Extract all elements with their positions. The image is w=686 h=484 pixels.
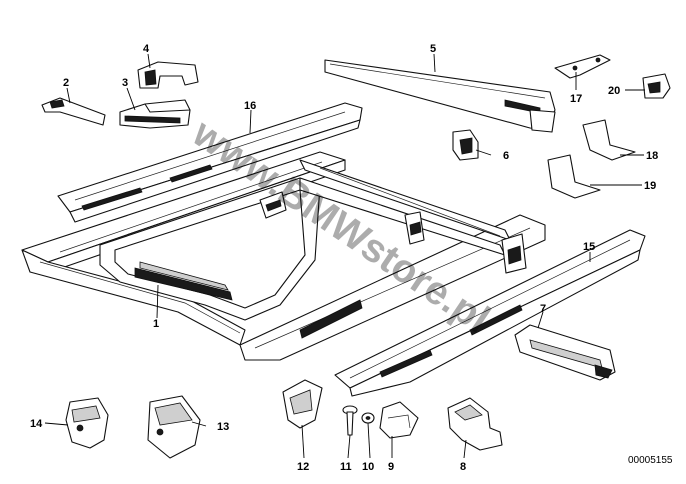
callout-20: 20 — [608, 85, 620, 97]
callout-17: 17 — [570, 93, 582, 105]
floor-bracket-part-7[interactable] — [514, 324, 616, 381]
washer-part-10[interactable] — [361, 412, 375, 424]
bracket-part-2[interactable] — [41, 97, 106, 126]
callout-4: 4 — [143, 43, 150, 55]
clip-part-9[interactable] — [379, 401, 419, 439]
bracket-part-17[interactable] — [554, 54, 611, 79]
callout-14: 14 — [30, 418, 43, 430]
drawing-code: 00005155 — [628, 455, 673, 466]
callout-18: 18 — [646, 150, 658, 162]
callout-6: 6 — [503, 150, 509, 162]
callout-11: 11 — [340, 461, 352, 473]
bracket-part-4[interactable] — [137, 61, 199, 89]
callout-9: 9 — [388, 461, 394, 473]
callout-7: 7 — [540, 303, 546, 315]
mount-part-14[interactable] — [65, 397, 109, 449]
bracket-part-12[interactable] — [282, 379, 323, 429]
callout-5: 5 — [430, 43, 436, 55]
bracket-part-6[interactable] — [452, 129, 479, 161]
bolt-part-11[interactable] — [342, 405, 358, 436]
callout-19: 19 — [644, 180, 656, 192]
mount-part-13[interactable] — [147, 395, 201, 459]
rear-rail-part[interactable] — [324, 59, 556, 133]
callout-16: 16 — [244, 100, 256, 112]
callout-15: 15 — [583, 241, 595, 253]
callout-1: 1 — [153, 318, 159, 330]
side-rail-right-part[interactable] — [334, 229, 646, 397]
bracket-part-3[interactable] — [119, 99, 191, 129]
leader-lines — [44, 53, 645, 459]
callout-8: 8 — [460, 461, 466, 473]
callout-12: 12 — [297, 461, 309, 473]
mount-part-8[interactable] — [447, 397, 503, 451]
bracket-part-18[interactable] — [582, 119, 636, 161]
callout-10: 10 — [362, 461, 374, 473]
callout-3: 3 — [122, 77, 128, 89]
callout-13: 13 — [217, 421, 229, 433]
bracket-part-19[interactable] — [547, 154, 601, 199]
side-rail-left-part[interactable] — [57, 102, 363, 223]
bracket-part-20[interactable] — [642, 73, 671, 99]
callout-2: 2 — [63, 77, 69, 89]
callout-labels: 1 2 3 4 5 6 7 8 9 10 11 12 13 14 15 16 1… — [30, 43, 658, 473]
floor-frame-part[interactable] — [21, 151, 546, 361]
